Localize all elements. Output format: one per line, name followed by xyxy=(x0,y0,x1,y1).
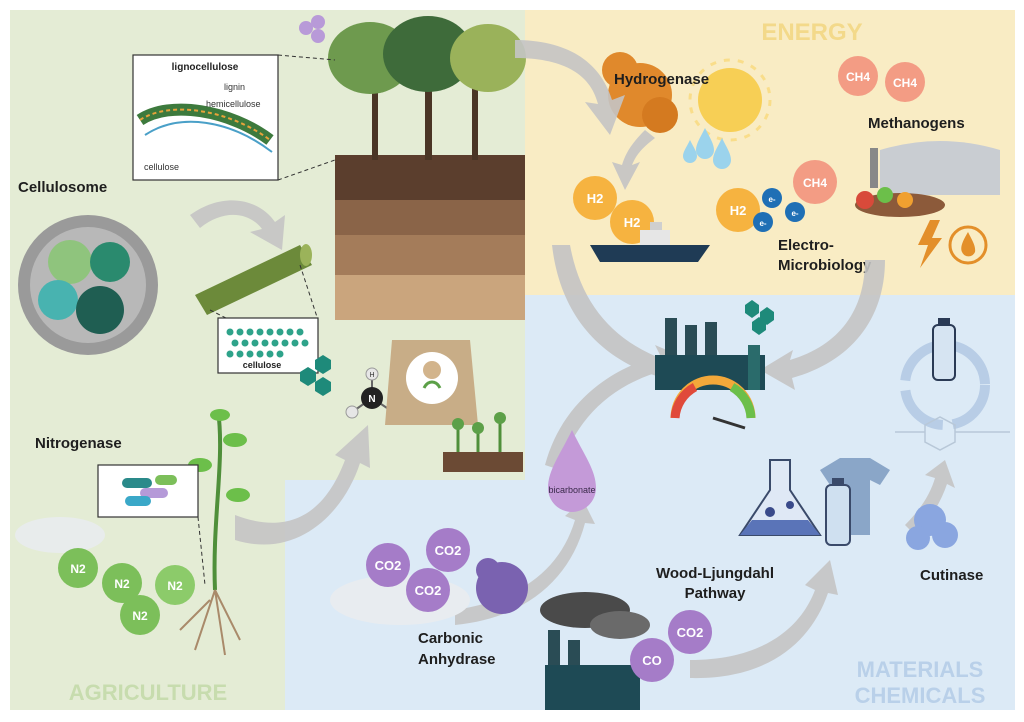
lignocellulose-inset: lignocellulose lignin hemicellulose cell… xyxy=(132,54,279,181)
biogas-digester xyxy=(855,141,1000,217)
h2-label-3: H2 xyxy=(730,203,747,218)
carbonic-label-line1: Carbonic xyxy=(418,630,483,647)
factory-center xyxy=(655,300,774,430)
carbonic-label-line2: Anhydrase xyxy=(418,651,496,668)
hydrogenase-enzyme xyxy=(602,52,678,133)
wood-label-line2: Pathway xyxy=(685,585,747,602)
inset-hemicellulose-label: hemicellulose xyxy=(206,99,261,109)
ch4-label-3: CH4 xyxy=(803,176,827,190)
energy-title: ENERGY xyxy=(761,19,862,46)
co2-label-3: CO2 xyxy=(415,583,442,598)
materials-title: MATERIALS xyxy=(857,657,984,682)
co-molecules: CO CO2 xyxy=(630,610,712,682)
electron-label-1: e- xyxy=(768,195,775,204)
flame-icon xyxy=(948,225,988,265)
hydrogenase-label: Hydrogenase xyxy=(614,71,709,88)
tshirt-icon xyxy=(820,458,890,535)
lightning-icon xyxy=(918,220,942,268)
n2-molecules: N2 N2 N2 N2 xyxy=(15,517,195,635)
trees-illustration xyxy=(328,16,526,160)
ch4-label-2: CH4 xyxy=(893,76,917,90)
wood-label-line1: Wood-Ljungdahl xyxy=(656,565,774,582)
flask-icon xyxy=(738,459,822,536)
n2-label-2: N2 xyxy=(114,577,130,591)
seedling-tray xyxy=(443,412,523,472)
sun-icon xyxy=(688,58,772,142)
bicarbonate-drop: bicarbonate xyxy=(548,430,596,512)
cellulosome-label: Cellulosome xyxy=(18,179,107,196)
cellulosome-gear xyxy=(18,215,158,355)
cellulose-fiber xyxy=(195,244,312,315)
electron-label-2: e- xyxy=(791,209,798,218)
cutinase-enzyme xyxy=(906,504,958,550)
nitrogenase-label: Nitrogenase xyxy=(35,435,122,452)
h2-label-2: H2 xyxy=(624,215,641,230)
lignocellulose-title: lignocellulose xyxy=(172,62,239,73)
bottle-icon xyxy=(825,478,851,546)
inset-cellulose-label: cellulose xyxy=(144,162,179,172)
electro-label-line2: Microbiology xyxy=(778,257,872,274)
bicarbonate-label: bicarbonate xyxy=(548,485,595,495)
chemicals-title: CHEMICALS xyxy=(855,683,986,708)
co2-label-4: CO2 xyxy=(677,625,704,640)
ch4-label-1: CH4 xyxy=(846,70,870,84)
electron-label-3: e- xyxy=(759,219,766,228)
nitrogenase-inset xyxy=(97,464,199,518)
h2-label-1: H2 xyxy=(587,191,604,206)
co-label: CO xyxy=(642,653,662,668)
soil-layers xyxy=(335,155,525,320)
electro-molecules: H2 e- e- e- CH4 xyxy=(716,160,837,232)
pet-structure xyxy=(895,416,1010,451)
co2-label-2: CO2 xyxy=(435,543,462,558)
electro-label-line1: Electro- xyxy=(778,237,834,254)
small-molecule-cluster xyxy=(299,15,325,43)
co2-molecules: CO2 CO2 CO2 xyxy=(330,528,528,625)
ammonia-n-atom: N xyxy=(368,394,375,405)
co2-label-1: CO2 xyxy=(375,558,402,573)
inset-lignin-label: lignin xyxy=(224,82,245,92)
smokestack-factory xyxy=(540,592,650,710)
n2-label-1: N2 xyxy=(70,562,86,576)
recycling-icon xyxy=(900,318,990,430)
n2-label-4: N2 xyxy=(132,609,148,623)
agriculture-title: AGRICULTURE xyxy=(69,680,227,705)
cellulose-box: cellulose xyxy=(217,317,319,374)
ship-icon xyxy=(590,222,710,262)
ch4-molecules-top: CH4 CH4 xyxy=(838,56,925,102)
n2-label-3: N2 xyxy=(167,579,183,593)
glucose-hexagons xyxy=(300,355,331,396)
water-drops-icon xyxy=(683,128,731,169)
ammonia-h-atom: H xyxy=(369,372,374,379)
fertilizer-bag xyxy=(385,340,478,425)
ammonia-molecule: N H xyxy=(345,367,400,419)
methanogens-label: Methanogens xyxy=(868,115,965,132)
cellulose-box-label: cellulose xyxy=(243,360,282,370)
cutinase-label: Cutinase xyxy=(920,567,983,584)
